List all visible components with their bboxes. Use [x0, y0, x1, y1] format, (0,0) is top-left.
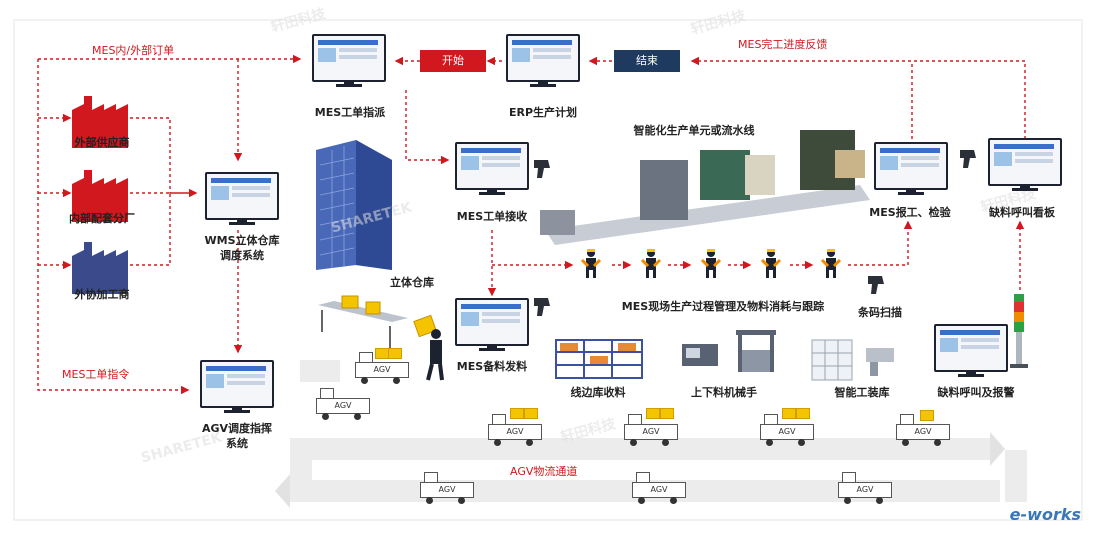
flow-lines	[37, 54, 1026, 395]
agv-vehicle: AGV	[488, 408, 542, 446]
start-label: 开始	[420, 50, 486, 72]
smart-unit-label: 智能化生产单元或流水线	[633, 124, 755, 137]
agv-dispatch-label-line2: 系统	[226, 437, 248, 450]
wms-label-line2: 调度系统	[220, 249, 264, 262]
monitor-icon-erp	[506, 34, 580, 87]
agv-vehicle: AGV	[760, 408, 814, 446]
stereo-warehouse-illustration	[316, 140, 392, 270]
supplier-external-label: 外部供应商	[74, 136, 130, 149]
factory-icon-external	[72, 96, 128, 148]
agv-dispatch-label: AGV调度指挥	[201, 422, 273, 435]
monitor-icon-agv-dispatch	[200, 360, 274, 413]
agv-vehicle: AGV	[624, 408, 678, 446]
mes-command-label: MES工单指令	[62, 368, 130, 381]
mes-dispatch-label: MES工单指派	[314, 106, 386, 119]
monitor-icon-shortage-board	[988, 138, 1062, 191]
outer-frame	[13, 19, 1083, 521]
mes-prep-label: MES备料发料	[456, 360, 528, 373]
agv-vehicle: AGV	[632, 472, 686, 504]
shortage-alarm-label: 缺料呼叫及报警	[937, 386, 1015, 399]
barcode-scanner-icon	[534, 150, 976, 316]
shortage-board-label: 缺料呼叫看板	[989, 206, 1055, 219]
factory-icon-outsource	[72, 242, 128, 294]
edge-warehouse-label: 线边库收料	[570, 386, 626, 399]
agv-channel-label: AGV物流通道	[510, 465, 578, 478]
erp-label: ERP生产计划	[508, 106, 578, 119]
factory-icon-internal	[72, 170, 128, 222]
mes-field-label: MES现场生产过程管理及物料消耗与跟踪	[621, 300, 825, 313]
carrying-worker-illustration	[413, 314, 444, 381]
stereo-warehouse-label: 立体仓库	[390, 276, 434, 289]
wms-label: WMS立体仓库	[204, 234, 280, 247]
production-line-illustration	[540, 130, 870, 245]
loader-label: 上下料机械手	[691, 386, 757, 399]
worker-icon	[820, 248, 842, 278]
supplier-internal-label: 内部配套分厂	[69, 212, 135, 225]
monitor-icon-shortage-alarm	[934, 324, 1008, 377]
brand-logo: e-works	[1009, 505, 1081, 524]
worker-icon	[760, 248, 782, 278]
monitor-icon-wms	[205, 172, 279, 225]
mes-receive-label: MES工单接收	[456, 210, 528, 223]
conveyor-illustration	[318, 295, 408, 348]
tool-warehouse-illustration	[811, 339, 894, 381]
agv-vehicle: AGV	[838, 472, 892, 504]
loader-machine-illustration	[682, 330, 776, 372]
agv-vehicle: AGV	[355, 348, 409, 384]
barcode-label: 条码扫描	[858, 306, 902, 319]
monitor-icon-mes-prep	[455, 298, 529, 351]
agv-vehicle: AGV	[896, 410, 950, 446]
monitor-icon-mes-dispatch	[312, 34, 386, 87]
agv-vehicle: AGV	[316, 388, 370, 420]
edge-warehouse-illustration	[555, 339, 643, 379]
andon-light-icon	[1010, 294, 1028, 368]
end-label: 结束	[614, 50, 680, 72]
agv-vehicle: AGV	[420, 472, 474, 504]
supplier-outsource-label: 外协加工商	[74, 288, 130, 301]
worker-icon	[640, 248, 662, 278]
monitor-icon-mes-report	[874, 142, 948, 195]
tool-warehouse-label: 智能工装库	[834, 386, 890, 399]
monitor-icon-mes-receive	[455, 142, 529, 195]
mes-order-label: MES内/外部订单	[92, 44, 175, 57]
worker-icon	[700, 248, 722, 278]
worker-icon	[580, 248, 602, 278]
mes-report-label: MES报工、检验	[869, 206, 951, 219]
mes-feedback-label: MES完工进度反馈	[738, 38, 828, 51]
